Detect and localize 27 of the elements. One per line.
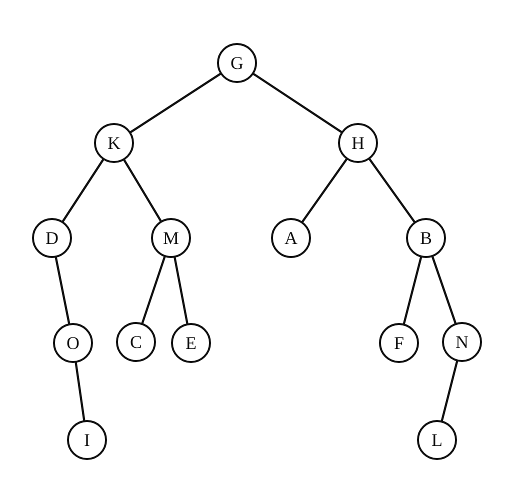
tree-edge <box>141 256 166 324</box>
tree-edge <box>174 256 188 324</box>
tree-node: G <box>217 43 257 83</box>
tree-node: K <box>94 123 134 163</box>
tree-node: F <box>379 323 419 363</box>
tree-node: M <box>151 218 191 258</box>
tree-node: H <box>338 123 378 163</box>
tree-node: D <box>32 218 72 258</box>
tree-node: I <box>67 420 107 460</box>
tree-edge <box>402 256 422 325</box>
tree-node: L <box>417 420 457 460</box>
tree-node: B <box>406 218 446 258</box>
tree-edge <box>301 158 348 223</box>
tree-edge <box>252 72 342 134</box>
tree-node: N <box>442 322 482 362</box>
tree-node: O <box>53 323 93 363</box>
tree-edge <box>130 72 222 134</box>
tree-edge <box>123 159 162 222</box>
tree-edge <box>368 158 416 223</box>
tree-edge <box>74 362 86 422</box>
tree-edge <box>431 256 457 324</box>
tree-node: A <box>271 218 311 258</box>
tree-edge <box>62 158 104 222</box>
tree-node: E <box>171 323 211 363</box>
tree-edge <box>440 360 458 422</box>
tree-edge <box>54 256 70 324</box>
tree-node: C <box>116 322 156 362</box>
